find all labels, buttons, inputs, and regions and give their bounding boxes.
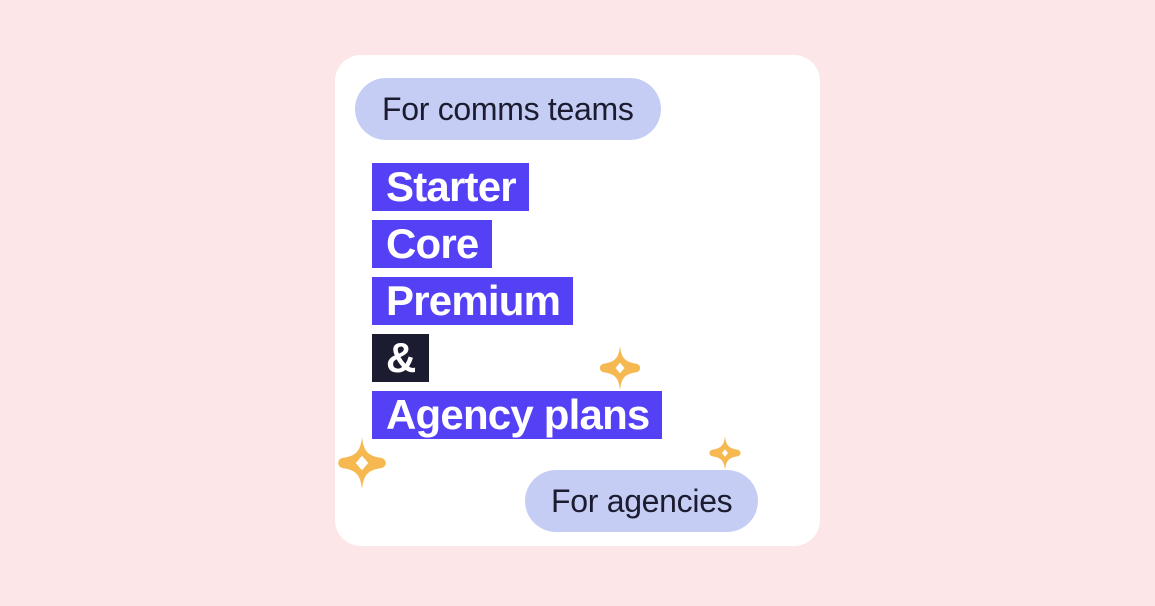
badge-for-comms-teams[interactable]: For comms teams bbox=[355, 78, 661, 140]
headline-line-premium: Premium bbox=[372, 277, 574, 325]
content-card: For comms teams Starter Core Premium & A… bbox=[335, 55, 820, 546]
badge-for-comms-teams-label: For comms teams bbox=[382, 90, 634, 127]
badge-for-agencies[interactable]: For agencies bbox=[525, 470, 759, 532]
badge-for-agencies-label: For agencies bbox=[551, 482, 733, 519]
headline-stack: Starter Core Premium & Agency plans bbox=[372, 163, 663, 439]
headline-line-ampersand: & bbox=[372, 334, 429, 382]
headline-line-core: Core bbox=[372, 220, 492, 268]
headline-line-agency-plans: Agency plans bbox=[372, 391, 663, 439]
headline-line-starter: Starter bbox=[372, 163, 529, 211]
